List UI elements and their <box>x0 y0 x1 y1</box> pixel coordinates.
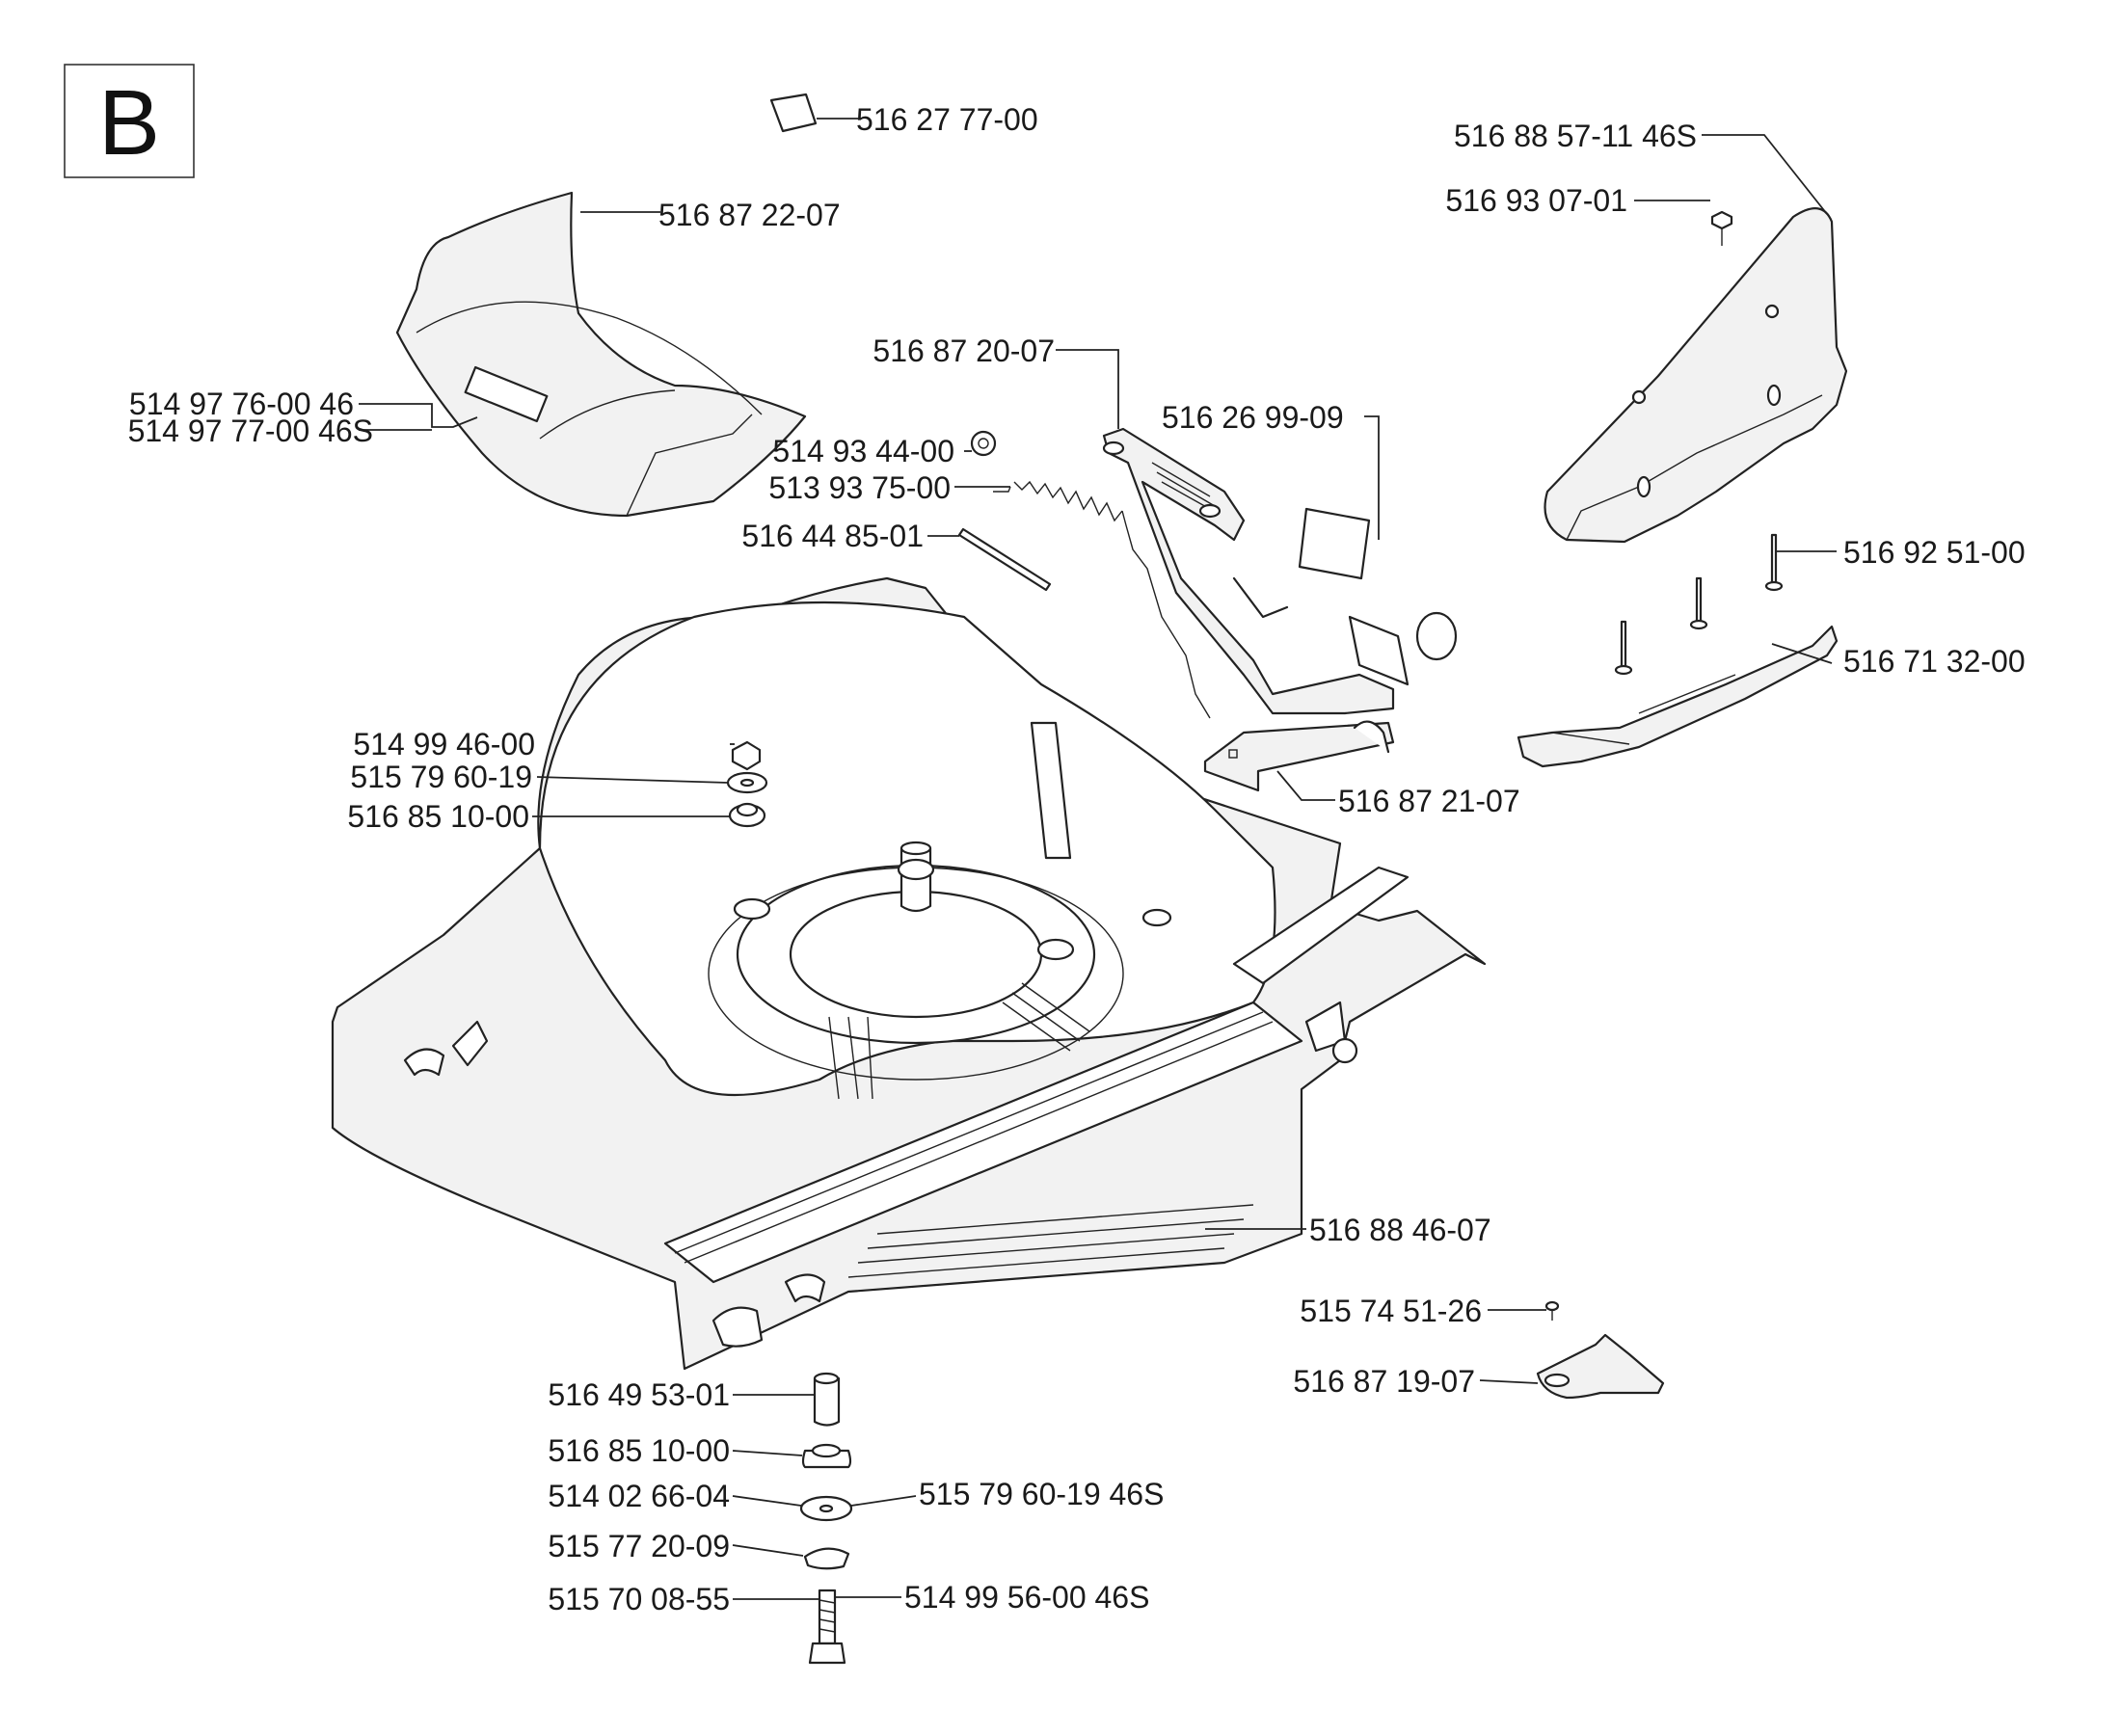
part-label[interactable]: 514 97 77-00 46S <box>128 414 373 448</box>
part-label[interactable]: 516 27 77-00 <box>856 102 1038 137</box>
part-label[interactable]: 515 79 60-19 46S <box>919 1477 1164 1511</box>
part-label[interactable]: 514 99 46-00 <box>353 727 535 761</box>
lower-plate[interactable] <box>1203 720 1395 792</box>
part-label[interactable]: 516 49 53-01 <box>548 1377 730 1412</box>
spring[interactable] <box>993 480 1211 719</box>
part-label[interactable]: 516 87 22-07 <box>658 198 841 232</box>
axle-stack[interactable] <box>799 1372 853 1665</box>
screw-side[interactable] <box>1710 210 1733 246</box>
screw-small[interactable] <box>1544 1300 1560 1321</box>
rivets[interactable] <box>1614 533 1784 676</box>
part-label[interactable]: 516 85 10-00 <box>548 1433 730 1468</box>
section-marker: B <box>64 64 195 178</box>
part-label[interactable]: 516 87 21-07 <box>1338 784 1520 818</box>
plug[interactable] <box>1415 611 1458 661</box>
wheel-bracket[interactable] <box>1536 1333 1665 1400</box>
leader-lines <box>359 118 1837 1600</box>
decal-small[interactable] <box>769 93 818 133</box>
part-label[interactable]: 515 79 60-19 <box>350 760 532 794</box>
handle-bracket[interactable] <box>1102 427 1410 715</box>
pin-rod[interactable] <box>957 527 1052 592</box>
decal-large[interactable] <box>1298 507 1371 580</box>
mower-deck[interactable] <box>331 576 1487 1371</box>
part-label[interactable]: 514 99 56-00 46S <box>904 1580 1149 1615</box>
part-label[interactable]: 515 70 08-55 <box>548 1582 730 1616</box>
part-label[interactable]: 513 93 75-00 <box>768 470 951 505</box>
part-label[interactable]: 515 77 20-09 <box>548 1529 730 1563</box>
part-label[interactable]: 516 26 99-09 <box>1162 400 1344 435</box>
side-rail[interactable] <box>1517 625 1839 768</box>
part-label[interactable]: 514 02 66-04 <box>548 1479 730 1513</box>
part-label[interactable]: 516 93 07-01 <box>1445 183 1627 218</box>
part-labels: 516 27 77-00 516 87 22-07 514 97 76-00 4… <box>128 102 2026 1616</box>
part-label[interactable]: 514 93 44-00 <box>772 434 954 468</box>
part-label[interactable]: 516 88 57-11 46S <box>1454 119 1697 153</box>
part-label[interactable]: 516 44 85-01 <box>741 519 924 553</box>
part-label[interactable]: 516 88 46-07 <box>1309 1213 1491 1247</box>
part-label[interactable]: 514 97 76-00 46 <box>129 387 354 421</box>
part-label[interactable]: 516 85 10-00 <box>347 799 529 834</box>
part-label[interactable]: 516 71 32-00 <box>1843 644 2026 679</box>
rear-flap[interactable] <box>395 191 807 518</box>
part-label[interactable]: 516 87 19-07 <box>1293 1364 1475 1399</box>
part-label[interactable]: 516 92 51-00 <box>1843 535 2026 570</box>
clip[interactable] <box>970 430 997 457</box>
side-cover[interactable] <box>1544 207 1848 544</box>
section-letter: B <box>98 71 160 174</box>
part-label[interactable]: 516 87 20-07 <box>873 334 1055 368</box>
part-label[interactable]: 515 74 51-26 <box>1300 1294 1482 1328</box>
deck-fasteners[interactable] <box>726 740 768 828</box>
